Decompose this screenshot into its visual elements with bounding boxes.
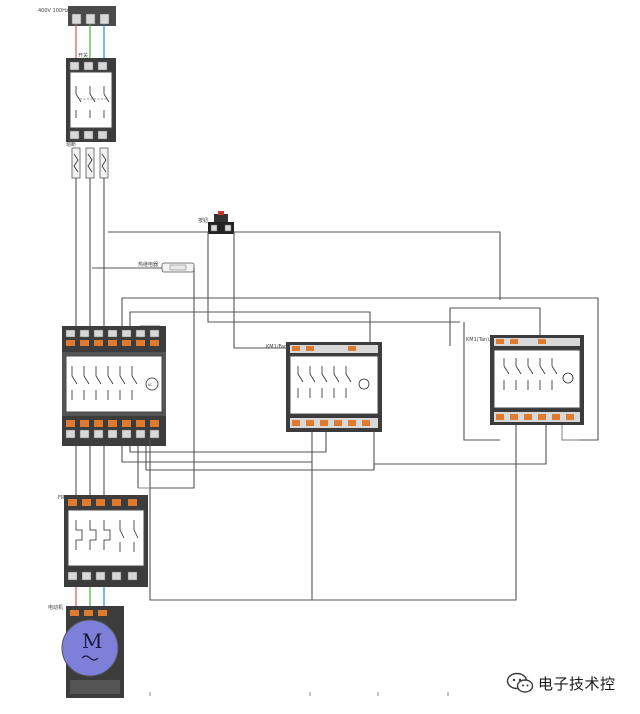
motor-icon (61, 619, 119, 677)
power-supply-strip: 400V 100Hz (38, 6, 116, 26)
thermal-relay-label: FR (58, 495, 65, 501)
motor-symbol: M (82, 629, 102, 653)
wechat-icon (506, 672, 534, 693)
thermal-relay-small-label: 热继电器 (138, 261, 158, 268)
thermal-relay-small: 热继电器 (138, 261, 195, 273)
main-switch: 开关 (66, 52, 116, 142)
button-label: 按钮 (198, 217, 208, 224)
switch-label: 开关 (78, 52, 88, 59)
thermal-relay: FR (58, 495, 148, 587)
contactor-main: KM KC (62, 326, 166, 446)
motor: 电动机 M (48, 604, 124, 698)
watermark: 电子技术控 (506, 668, 616, 698)
contactor-right: KM1(Tan)2 (466, 335, 584, 425)
coil-symbol: KC (148, 383, 153, 387)
contactor-mid-label: KM1/Fan (266, 344, 287, 350)
push-button[interactable]: 按钮 (198, 211, 234, 234)
motor-label: 电动机 (48, 604, 63, 611)
fuse-label: 熔断 (66, 141, 76, 148)
power-supply-label: 400V 100Hz (38, 8, 69, 14)
contactor-mid: KM1/Fan (266, 342, 382, 432)
watermark-text: 电子技术控 (538, 674, 616, 693)
fuse-block: 熔断 (66, 141, 109, 179)
contactor-right-label: KM1(Tan)2 (466, 337, 492, 343)
